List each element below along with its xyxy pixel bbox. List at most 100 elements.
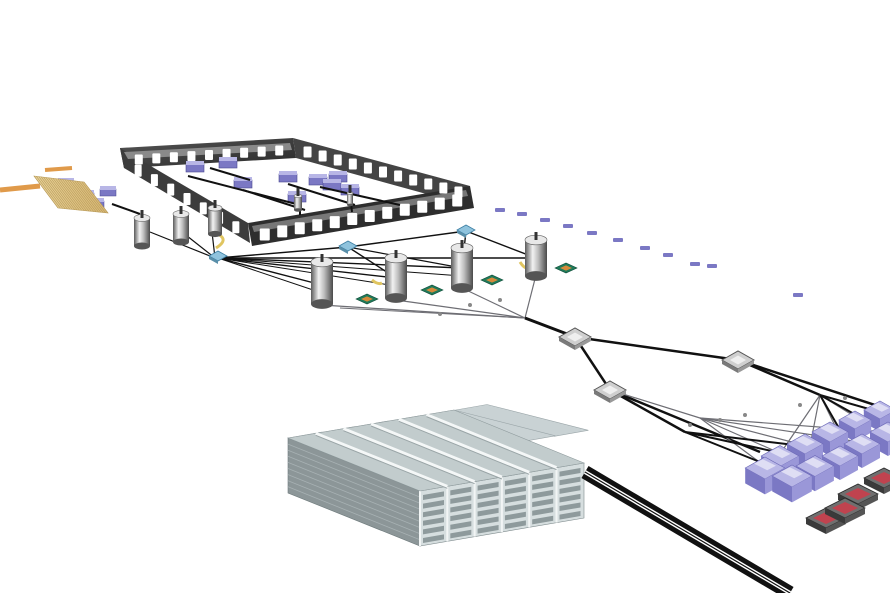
distant-node-markers [495,208,803,297]
patch-panel-slot [45,177,71,210]
frame-window [187,151,196,162]
cable [217,257,463,269]
storage-drive-slot [477,525,499,534]
frame-window [275,145,284,156]
network-switch [557,327,593,350]
patch-panel-slot [33,175,59,209]
storage-rib-shadow [343,430,475,485]
distant-node [563,224,573,228]
fiber-cable [395,299,526,319]
storage-trunk-cable [581,465,794,593]
storage-drive-slot [477,516,499,526]
fiber-cable [339,307,526,319]
patch-panel-slot [43,176,68,210]
storage-drive-slot [559,485,581,494]
patch-panel-slot [52,178,78,211]
compute-node [99,186,117,197]
storage-rib [315,431,448,488]
server-cylinder [310,254,334,309]
fiber-connector [498,298,502,302]
storage-drive-slot [532,515,554,525]
processor-chip [355,293,379,305]
patch-panel-slot [64,179,90,212]
storage-drive-slot [477,499,499,508]
frame-window [363,162,372,174]
server-cylinders [133,185,548,309]
storage-drive-slot [504,494,526,504]
fiber-connector [688,423,692,427]
storage-drive-slot [559,468,581,477]
cable [217,257,397,287]
server-rack [863,467,890,494]
cable [217,257,323,294]
compute-node [838,410,872,442]
storage-drive-slot [450,529,472,539]
storage-drive-slot [477,482,499,491]
compute-node [185,161,205,173]
frame-window [169,152,178,163]
storage-drive-slot [559,511,581,520]
storage-rib [398,417,530,474]
compute-node [233,177,253,189]
storage-drive-slot [504,520,526,529]
storage-drive-slot [423,525,444,535]
storage-drive-slot [559,502,581,512]
fiber-connector [743,413,747,417]
distant-node [663,253,673,257]
frame-window [347,213,358,226]
server-cylinder [133,210,151,250]
distant-node [540,218,550,222]
storage-drive-slot [504,477,526,486]
compute-node-cluster [744,400,890,534]
storage-drive-slot [504,503,526,512]
frame-window [232,221,240,234]
storage-drive-slot [559,493,581,503]
frame-window [277,225,288,238]
compute-node [278,171,298,183]
access-switch [456,224,476,238]
distant-node [793,293,803,297]
frame-window [167,183,175,196]
frame-window [222,148,231,159]
fiber-connector [468,303,472,307]
frame-window-row [303,146,463,198]
distant-node [495,208,505,212]
distant-node [587,231,597,235]
frame-window [329,216,340,229]
storage-drive-slot [423,491,444,500]
storage-drive-slot [559,476,581,486]
frame-window [439,182,448,194]
storage-drive-slot [477,507,499,517]
storage-drive-slot [504,485,526,495]
storage-drive-slot [423,534,444,543]
cable [217,257,397,279]
network-switch [720,350,756,373]
storage-drive-slot [450,521,472,530]
patch-panel-slot [36,176,61,209]
frame-window [454,186,463,198]
frame-window [399,203,410,216]
storage-drive-slot [532,498,554,508]
storage-drive-slot [504,511,526,521]
frame-window [409,174,418,186]
storage-rib-shadow [315,434,448,489]
cable [111,203,141,215]
frame-window [257,146,266,157]
frame-window [348,158,357,170]
access-switch [208,250,228,264]
storage-drive-slot [532,481,554,490]
storage-drive-slot [532,489,554,499]
frame-window-row [134,145,284,165]
frame-window [333,154,342,166]
frame-window [312,219,323,232]
cable [737,358,890,412]
patch-panel-slot [67,179,92,212]
storage-drive-slot [450,486,472,496]
storage-side-groove [287,455,421,510]
frame-window [452,194,463,207]
storage-rib [342,427,476,484]
patch-panel-slot [71,180,97,212]
server-cylinder [450,240,474,293]
frame-window [417,200,428,213]
storage-rib-shadow [426,416,557,471]
